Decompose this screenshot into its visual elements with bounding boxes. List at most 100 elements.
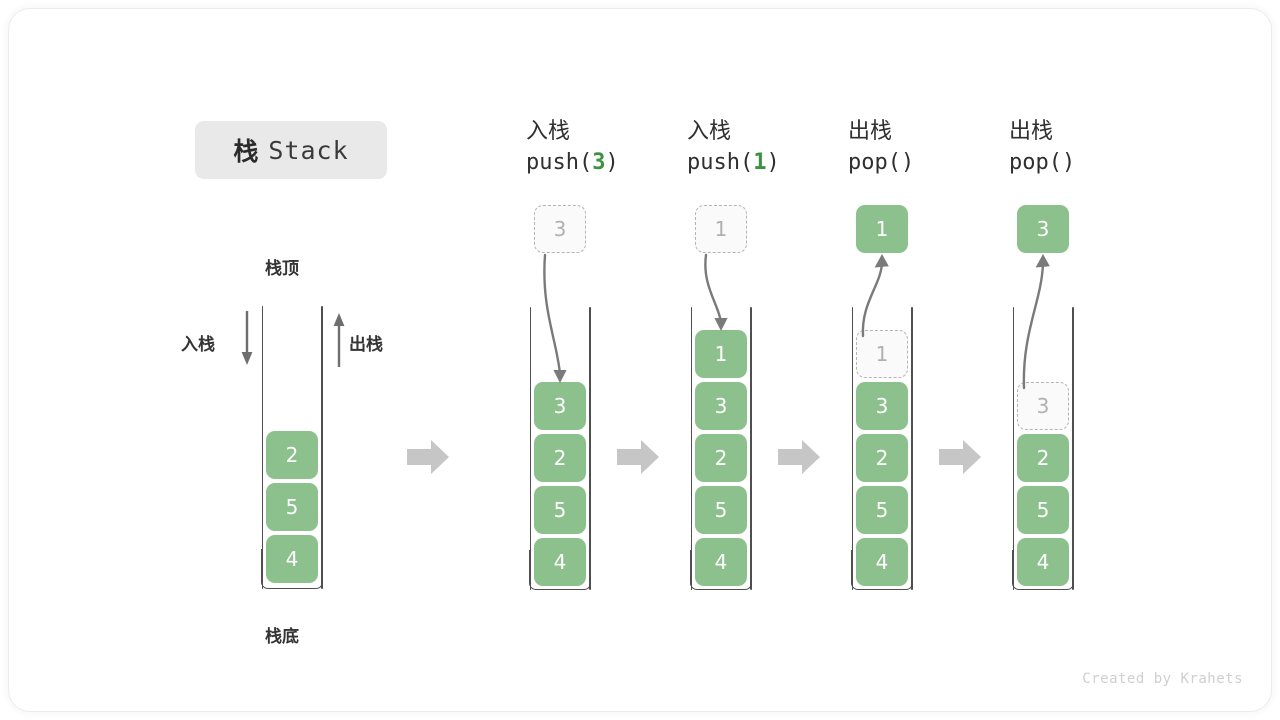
stack-wall-right xyxy=(910,307,913,590)
code-prefix: push( xyxy=(526,150,593,175)
stack-wall-right xyxy=(1071,307,1074,590)
cell-value: 1 xyxy=(714,342,728,366)
cell-value: 5 xyxy=(714,498,728,522)
stack-frame xyxy=(529,307,591,590)
stack-cell: 2 xyxy=(695,434,747,482)
push-direction-label: 入栈 xyxy=(181,335,215,355)
stack-cell: 3 xyxy=(534,382,586,430)
stack-wall-left xyxy=(261,306,264,589)
flow-arrow-icon xyxy=(937,437,983,477)
pending-value-ghost-chip: 1 xyxy=(695,205,747,253)
stack-group-pop-1: 1 3 2 5 4 xyxy=(851,307,913,590)
stack-bottom xyxy=(261,549,323,589)
stack-wall-right xyxy=(320,306,323,589)
stack-cell: 4 xyxy=(856,538,908,586)
operation-code-label: pop() xyxy=(848,147,1008,179)
stack-bottom xyxy=(1012,550,1074,590)
stack-top-label: 栈顶 xyxy=(265,259,299,279)
stack-cell: 1 xyxy=(695,330,747,378)
operation-name-label: 入栈 xyxy=(526,119,571,144)
diagram-card: 栈 Stack 2 5 4 栈顶 栈底 入栈 出栈 xyxy=(8,8,1272,712)
flow-arrow-icon xyxy=(615,437,661,477)
cell-value: 5 xyxy=(1036,498,1050,522)
stack-frame xyxy=(690,307,752,590)
operation-code-label: push(1) xyxy=(687,147,847,179)
stack-cell: 2 xyxy=(856,434,908,482)
stack-frame xyxy=(851,307,913,590)
code-suffix: ) xyxy=(605,150,619,175)
stack-bottom xyxy=(851,550,913,590)
code-prefix: push( xyxy=(687,150,754,175)
stack-cell: 4 xyxy=(695,538,747,586)
pending-value-ghost-chip: 3 xyxy=(534,205,586,253)
pop-direction-label: 出栈 xyxy=(349,335,383,355)
cell-value: 3 xyxy=(553,394,567,418)
stack-bottom xyxy=(690,550,752,590)
stack-cell: 5 xyxy=(266,483,318,531)
cell-value: 4 xyxy=(875,550,889,574)
title-latin: Stack xyxy=(268,135,349,165)
stack-group-push-1: 1 3 2 5 4 xyxy=(690,307,752,590)
operation-code-label: push(3) xyxy=(526,147,686,179)
stack-cell: 2 xyxy=(534,434,586,482)
stack-wall-left xyxy=(529,307,532,590)
stack-group-push-3: 3 2 5 4 xyxy=(529,307,591,590)
cell-value: 3 xyxy=(1036,394,1050,418)
code-prefix: pop( xyxy=(848,150,901,175)
stack-wall-right xyxy=(749,307,752,590)
flow-arrow-icon xyxy=(776,437,822,477)
operation-name-label: 出栈 xyxy=(1009,119,1054,144)
popped-value-chip: 1 xyxy=(856,205,908,253)
cell-value: 1 xyxy=(714,217,728,241)
operation-code-label: pop() xyxy=(1009,147,1169,179)
column-header-pop-3: 出栈 pop() xyxy=(1009,117,1169,179)
cell-value: 2 xyxy=(714,446,728,470)
stack-cell: 2 xyxy=(266,431,318,479)
cell-value: 4 xyxy=(1036,550,1050,574)
code-argument: 1 xyxy=(753,150,767,175)
cell-value: 3 xyxy=(875,394,889,418)
cell-value: 3 xyxy=(553,217,567,241)
stack-cell: 3 xyxy=(856,382,908,430)
cell-value: 5 xyxy=(875,498,889,522)
cell-value: 2 xyxy=(875,446,889,470)
operation-name-label: 出栈 xyxy=(848,119,893,144)
overview-stack-group: 2 5 4 xyxy=(261,306,323,589)
code-suffix: ) xyxy=(900,150,915,175)
flow-arrow-icon xyxy=(405,437,451,477)
push-direction-arrow-icon xyxy=(237,309,257,369)
cell-value: 1 xyxy=(875,342,889,366)
diagram-title-chip: 栈 Stack xyxy=(195,121,387,179)
cell-value: 2 xyxy=(553,446,567,470)
stack-cell: 3 xyxy=(695,382,747,430)
code-prefix: pop( xyxy=(1009,150,1062,175)
cell-value: 5 xyxy=(553,498,567,522)
overview-stack-frame xyxy=(261,306,323,589)
pop-direction-arrow-icon xyxy=(329,309,349,369)
stack-wall-right xyxy=(588,307,591,590)
popped-value-chip: 3 xyxy=(1017,205,1069,253)
column-header-push-3: 入栈 push(3) xyxy=(526,117,686,179)
code-suffix: ) xyxy=(766,150,780,175)
stack-wall-left xyxy=(851,307,854,590)
stack-cell: 4 xyxy=(1017,538,1069,586)
cell-value: 2 xyxy=(1036,446,1050,470)
stack-cell: 4 xyxy=(266,535,318,583)
stack-cell-ghost: 1 xyxy=(856,330,908,378)
stack-wall-left xyxy=(1012,307,1015,590)
stack-frame xyxy=(1012,307,1074,590)
stack-cell: 4 xyxy=(534,538,586,586)
cell-value: 1 xyxy=(875,217,889,241)
stack-cell: 5 xyxy=(1017,486,1069,534)
cell-value: 4 xyxy=(553,550,567,574)
stack-cell: 5 xyxy=(534,486,586,534)
cell-value: 4 xyxy=(714,550,728,574)
stack-cell-ghost: 3 xyxy=(1017,382,1069,430)
cell-value: 3 xyxy=(714,394,728,418)
code-suffix: ) xyxy=(1061,150,1076,175)
credit-footer: Created by Krahets xyxy=(1082,671,1243,687)
stack-cell: 2 xyxy=(1017,434,1069,482)
title-cjk: 栈 xyxy=(233,137,259,166)
cell-value: 3 xyxy=(1036,217,1050,241)
